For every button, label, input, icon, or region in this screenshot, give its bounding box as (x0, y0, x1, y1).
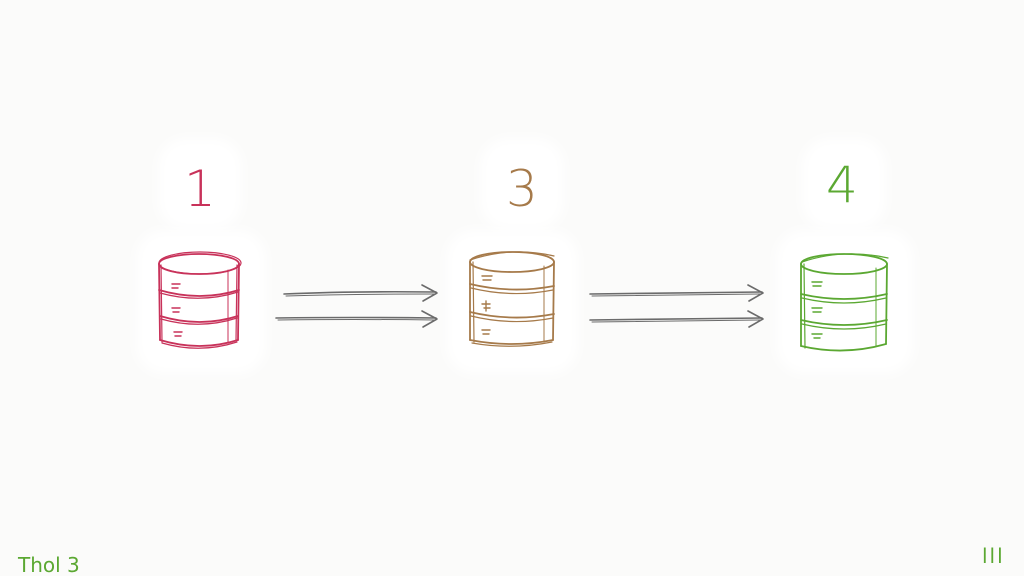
database-icon (469, 251, 555, 347)
double-arrow-icon (275, 284, 438, 328)
stage-label-3: 3 (506, 160, 538, 218)
double-arrow-icon (589, 284, 764, 328)
stage-label-1: 1 (184, 160, 216, 218)
stage-label-4: 4 (826, 156, 858, 214)
label-halo (812, 148, 876, 220)
database-icon (800, 253, 889, 352)
footer-right-text: lll (982, 544, 1005, 568)
footer-left-text: Thol 3 (18, 553, 80, 576)
label-halo (168, 148, 232, 220)
database-icon (158, 251, 242, 349)
label-halo (490, 148, 554, 220)
